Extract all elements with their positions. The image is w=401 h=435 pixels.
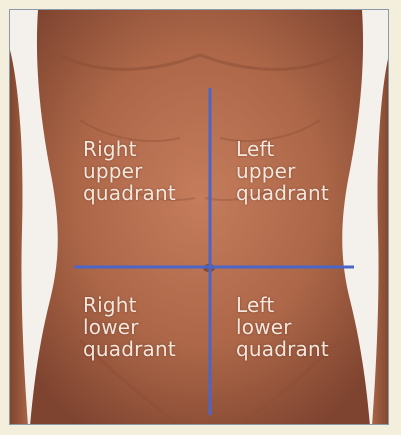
rlq-line1: Right	[83, 294, 176, 316]
ruq-line2: upper	[83, 160, 176, 182]
abdomen-quadrants-illustration: Right upper quadrant Left upper quadrant…	[9, 9, 389, 425]
luq-line2: upper	[236, 160, 329, 182]
luq-line3: quadrant	[236, 182, 329, 204]
ruq-line3: quadrant	[83, 182, 176, 204]
label-right-lower-quadrant: Right lower quadrant	[83, 294, 176, 360]
label-right-upper-quadrant: Right upper quadrant	[83, 138, 176, 204]
llq-line1: Left	[236, 294, 329, 316]
label-left-lower-quadrant: Left lower quadrant	[236, 294, 329, 360]
llq-line3: quadrant	[236, 338, 329, 360]
torso-shape	[30, 10, 370, 425]
rlq-line3: quadrant	[83, 338, 176, 360]
llq-line2: lower	[236, 316, 329, 338]
label-left-upper-quadrant: Left upper quadrant	[236, 138, 329, 204]
ruq-line1: Right	[83, 138, 176, 160]
torso-illustration	[10, 10, 389, 425]
rlq-line2: lower	[83, 316, 176, 338]
luq-line1: Left	[236, 138, 329, 160]
